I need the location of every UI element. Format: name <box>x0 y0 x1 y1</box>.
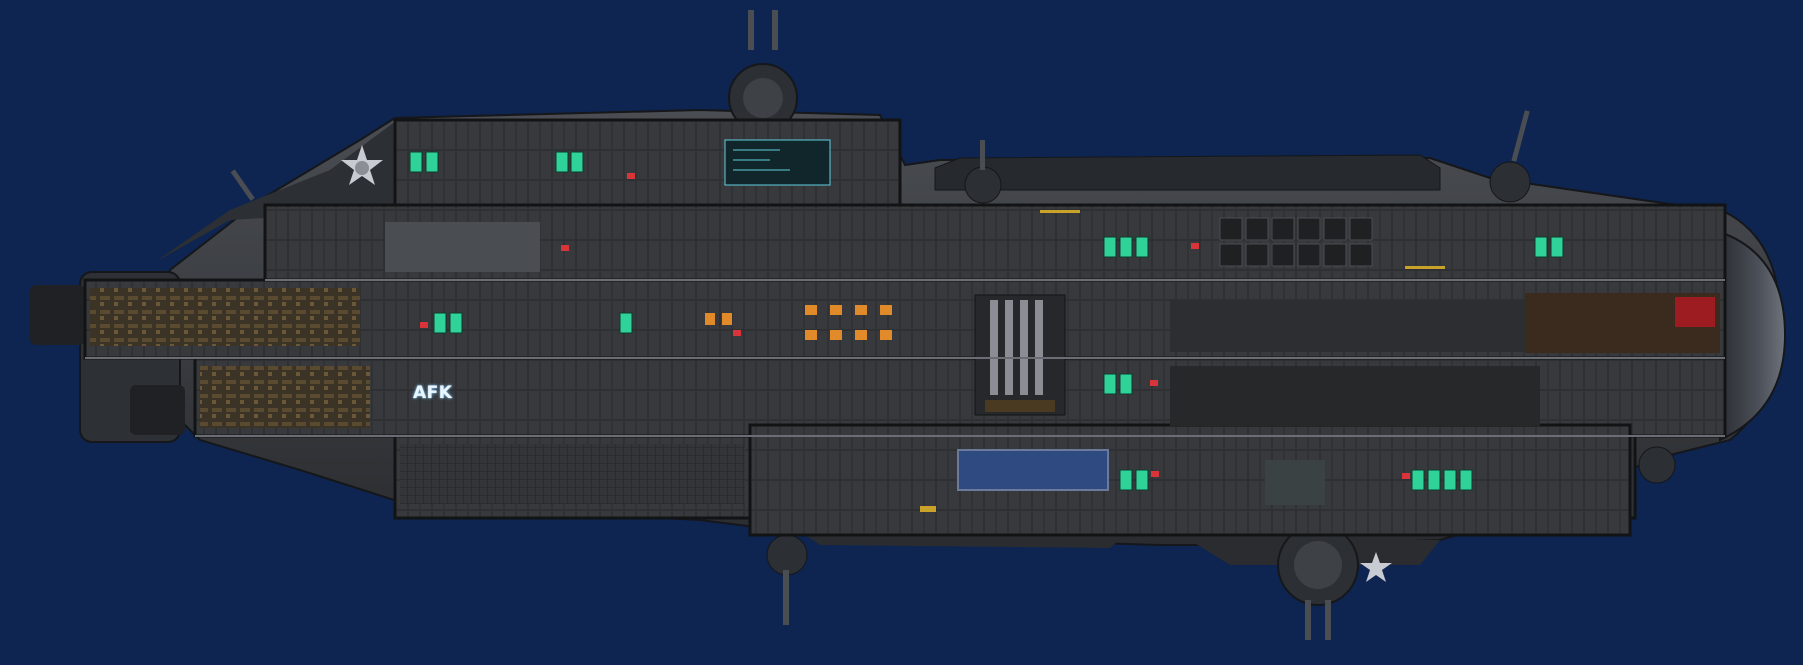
turret-icon <box>766 534 808 625</box>
ballast-tank <box>957 449 1109 491</box>
star-emblem-icon <box>1360 552 1392 582</box>
turret-icon <box>1638 446 1676 484</box>
deck-lines <box>85 279 1725 437</box>
turret-icon <box>964 140 1002 204</box>
deck-grating <box>400 300 1540 504</box>
star-emblem-icon <box>341 145 383 185</box>
reactor-icon <box>974 294 1066 416</box>
turret-icon <box>1277 524 1359 640</box>
afk-label: AFK <box>413 383 453 403</box>
engine-room <box>90 288 370 428</box>
turret-icon <box>728 10 798 133</box>
locker-icon <box>705 305 892 340</box>
oxygen-generator-icon <box>409 151 1564 491</box>
cargo-crates <box>1219 217 1373 267</box>
turret-icon <box>230 169 255 201</box>
fabricator-icon <box>385 139 1325 505</box>
hatch-icon[interactable] <box>920 210 1445 512</box>
door-icon[interactable] <box>420 173 1410 479</box>
curtain <box>1675 297 1715 327</box>
turret-icon <box>1489 110 1531 203</box>
